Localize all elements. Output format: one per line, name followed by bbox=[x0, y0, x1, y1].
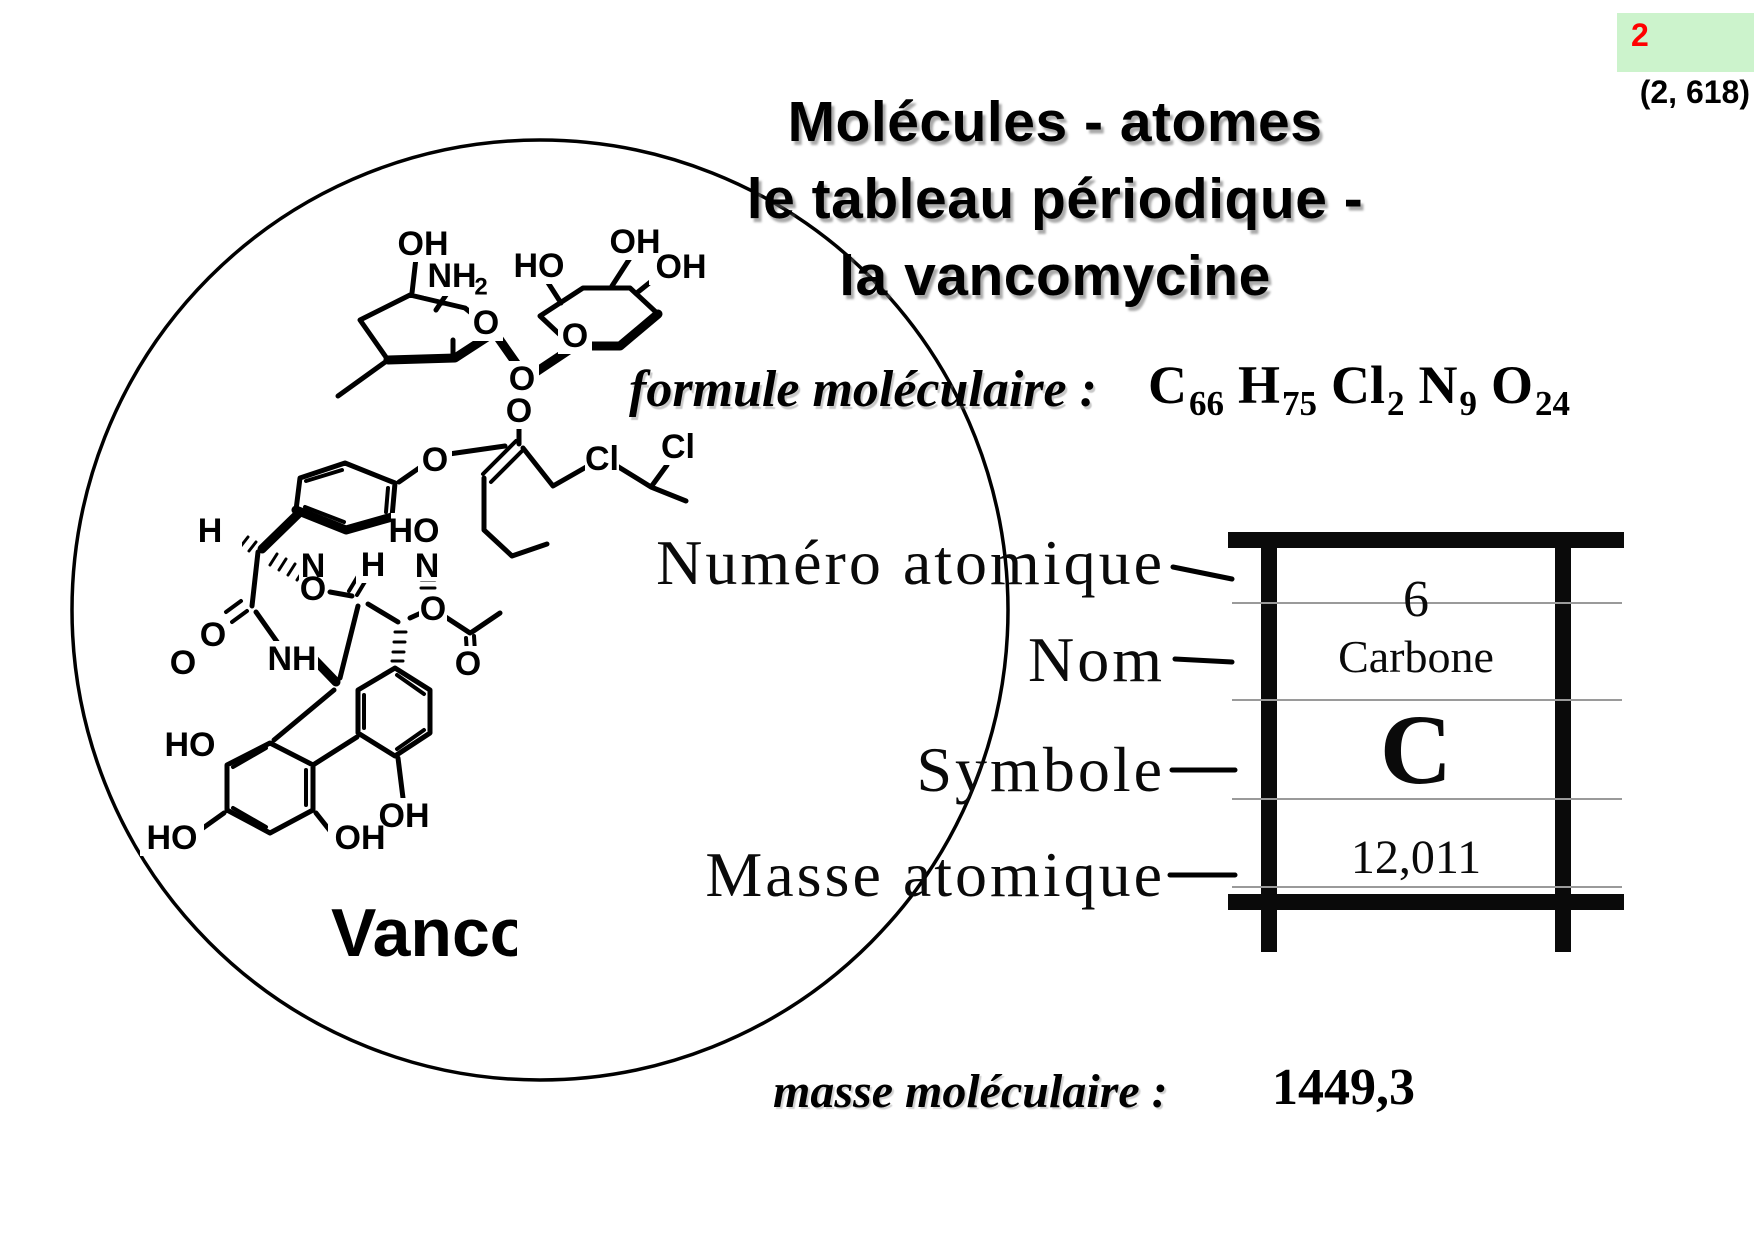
atom-label-n: O bbox=[420, 590, 446, 628]
spotlight-circle bbox=[70, 138, 1010, 1082]
atom-label-o: O bbox=[473, 304, 499, 342]
atom-label-o: O bbox=[509, 360, 535, 398]
card-gridline bbox=[1232, 886, 1622, 888]
title-line-1: Molécules - atomes bbox=[787, 90, 1323, 154]
atom-label-backgrounds bbox=[140, 224, 713, 856]
slide-reference: (2, 618) bbox=[1639, 74, 1750, 110]
atom-label-ho: H bbox=[198, 512, 223, 550]
molecule-caption: Vanco bbox=[331, 895, 517, 958]
title-line-2: le tableau périodique - bbox=[746, 167, 1364, 231]
callout-atomic-number: Numéro atomique bbox=[656, 527, 1165, 598]
atom-label-ho: HO bbox=[514, 247, 565, 285]
card-border-right bbox=[1555, 532, 1571, 952]
atom-labels: OH NH 2 HO OH OH O O O O O Cl Cl HO H N … bbox=[147, 223, 707, 857]
callout-name: Nom bbox=[1028, 624, 1165, 695]
atom-label-h: N bbox=[415, 547, 440, 585]
card-gridline bbox=[1232, 699, 1622, 701]
atom-label-o: O bbox=[170, 644, 196, 682]
atom-label-o: O bbox=[562, 317, 588, 355]
element-name: Carbone bbox=[1338, 631, 1494, 682]
formula-element-c: C66 bbox=[1148, 355, 1224, 423]
callout-dashes bbox=[1167, 564, 1238, 878]
atom-label-o: H bbox=[361, 546, 386, 584]
callout-atomic-mass: Masse atomique bbox=[705, 839, 1165, 910]
molecule-bold-bonds bbox=[257, 309, 663, 687]
atom-label-nh: NH bbox=[267, 640, 316, 678]
element-symbol: C bbox=[1379, 694, 1453, 805]
atom-label-nh: NH bbox=[427, 257, 476, 295]
molecule-double-bonds bbox=[224, 439, 526, 829]
slide-number-badge: 2 bbox=[1617, 13, 1754, 72]
atom-label-oh: OH bbox=[656, 248, 707, 286]
card-gridline bbox=[1232, 602, 1622, 604]
atom-label-nh-sub: 2 bbox=[474, 274, 487, 301]
atom-label-o: O bbox=[455, 645, 481, 683]
callout-symbol: Symbole bbox=[916, 734, 1165, 805]
formula-element-h: H75 bbox=[1238, 355, 1318, 423]
element-atomic-mass: 12,011 bbox=[1350, 831, 1482, 884]
atom-label-cl: Cl bbox=[661, 428, 695, 466]
atom-label-o: O bbox=[200, 616, 226, 654]
molecular-formula-label: formule moléculaire : bbox=[629, 361, 1097, 418]
atom-label-ho: HO bbox=[165, 726, 216, 764]
molecular-mass-label: masse moléculaire : bbox=[773, 1065, 1168, 1118]
formula-element-n: N9 bbox=[1418, 355, 1478, 423]
molecular-mass-value: 1449,3 bbox=[1272, 1059, 1415, 1116]
atom-label-cl: HO bbox=[389, 512, 440, 550]
atom-label-o: O bbox=[422, 441, 448, 479]
molecule-bonds bbox=[193, 252, 689, 836]
atom-label-n: O bbox=[300, 570, 326, 608]
title-line-3: la vancomycine bbox=[839, 244, 1271, 308]
atom-label-ho: HO bbox=[147, 819, 198, 857]
card-border-bottom bbox=[1228, 894, 1624, 910]
slide-number: 2 bbox=[1631, 17, 1649, 53]
atom-label-h: N bbox=[301, 547, 326, 585]
formula-element-o: O24 bbox=[1491, 355, 1571, 423]
atom-label-oh: OH bbox=[379, 797, 430, 835]
card-gridline bbox=[1232, 798, 1622, 800]
slide-title: Molécules - atomes le tableau périodique… bbox=[640, 84, 1470, 315]
atom-label-oh: OH bbox=[335, 819, 386, 857]
atom-label-oh: OH bbox=[610, 223, 661, 261]
card-border-top bbox=[1228, 532, 1624, 548]
element-atomic-number: 6 bbox=[1403, 571, 1429, 628]
formula-element-cl: Cl2 bbox=[1331, 355, 1405, 423]
atom-label-oh: OH bbox=[398, 225, 449, 263]
atom-label-o: O bbox=[506, 392, 532, 430]
card-border-left bbox=[1261, 532, 1277, 952]
atom-label-o: Cl bbox=[585, 440, 619, 478]
